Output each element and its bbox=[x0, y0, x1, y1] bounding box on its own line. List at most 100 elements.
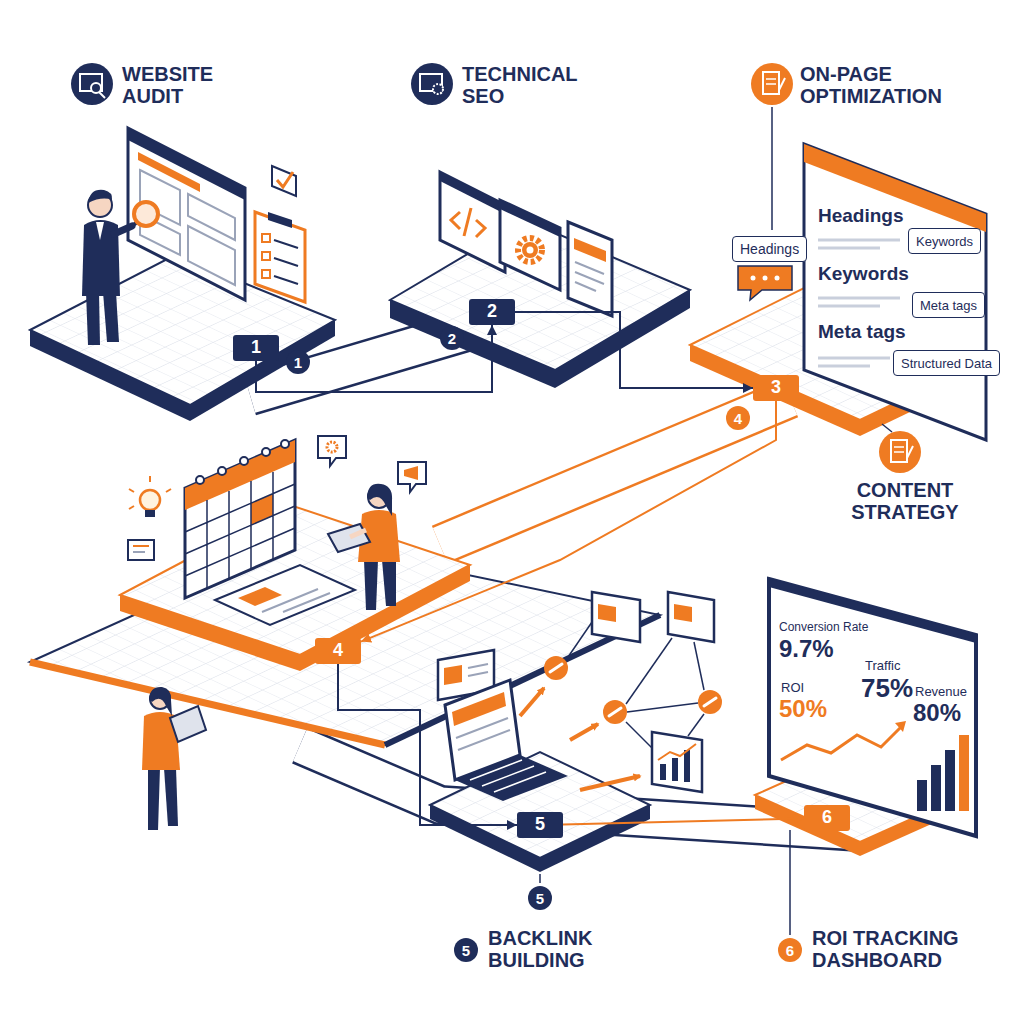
callout-number: 5 bbox=[454, 938, 478, 962]
audit-screen bbox=[188, 194, 235, 240]
callout-number: 4 bbox=[726, 406, 750, 430]
tag-text: Keywords bbox=[916, 234, 973, 249]
step-tab: 3 bbox=[753, 375, 799, 401]
flow-arrow bbox=[256, 325, 492, 392]
step-icon bbox=[894, 446, 904, 448]
settings-window bbox=[518, 238, 542, 262]
settings-window bbox=[500, 200, 560, 290]
step-heading: TECHNICAL SEO bbox=[462, 64, 587, 107]
metric-text: ROI bbox=[781, 681, 804, 694]
content-document bbox=[215, 565, 355, 625]
audit-screen bbox=[128, 128, 245, 200]
analyst-figure bbox=[170, 706, 206, 742]
backlink-network bbox=[652, 732, 702, 792]
leader-line bbox=[771, 107, 773, 230]
content-creator bbox=[328, 484, 400, 610]
phone-device bbox=[575, 262, 604, 274]
metric-text: 75% bbox=[861, 675, 913, 701]
content-document bbox=[238, 587, 282, 606]
auditor-figure bbox=[96, 222, 104, 240]
step-icon bbox=[763, 72, 779, 94]
step-icon bbox=[766, 78, 776, 80]
leader-line bbox=[539, 874, 541, 883]
page-card-outline bbox=[818, 239, 900, 242]
backlink-network bbox=[468, 672, 488, 676]
dashboard-screen-outline bbox=[895, 721, 906, 732]
code-window bbox=[440, 172, 505, 272]
auditor-figure bbox=[86, 292, 100, 345]
dashboard-screen-outline bbox=[945, 750, 955, 811]
backlink-network bbox=[550, 664, 716, 716]
step-heading: WEBSITE AUDIT bbox=[122, 64, 237, 107]
tag-chip: Meta tags bbox=[912, 292, 985, 318]
analyst-figure bbox=[149, 687, 172, 716]
step-icon bbox=[751, 63, 793, 105]
audit-screen bbox=[138, 152, 200, 192]
callout-number: 5 bbox=[528, 886, 552, 910]
dashboard-screen-outline bbox=[931, 765, 941, 811]
phone-device bbox=[575, 272, 604, 284]
backlink-network bbox=[566, 622, 592, 660]
callout-number: 2 bbox=[440, 326, 464, 350]
metric-text: 50% bbox=[779, 697, 827, 721]
checklist-clipboard bbox=[262, 252, 270, 260]
backlink-network bbox=[694, 642, 704, 690]
step-icon bbox=[891, 440, 907, 462]
analyst-figure bbox=[142, 687, 206, 830]
step-icon bbox=[894, 451, 904, 453]
leader-line bbox=[882, 424, 892, 432]
idea-bulb bbox=[140, 490, 160, 510]
dashboard-screen-outline bbox=[959, 735, 969, 811]
chat-icon bbox=[318, 436, 426, 492]
step-heading: ON-PAGE OPTIMIZATION bbox=[800, 64, 960, 107]
page-card-outline bbox=[818, 305, 880, 308]
checklist-clipboard bbox=[274, 276, 298, 284]
step-icon bbox=[766, 83, 776, 85]
auditor-figure bbox=[103, 292, 119, 342]
content-calendar bbox=[196, 476, 204, 484]
backlink-network bbox=[672, 758, 678, 781]
leader-line bbox=[789, 830, 791, 935]
floor-slab bbox=[30, 662, 385, 745]
laptop bbox=[456, 718, 508, 738]
content-calendar bbox=[185, 440, 295, 510]
card-text: Keywords bbox=[818, 264, 909, 283]
checklist-clipboard bbox=[255, 212, 305, 302]
page-card-outline bbox=[804, 144, 986, 232]
page-card-outline bbox=[818, 297, 900, 300]
callout-number: 6 bbox=[778, 938, 802, 962]
dashboard-screen-outline bbox=[917, 780, 927, 811]
page-card-outline bbox=[818, 247, 880, 250]
step-heading: ROI TRACKING DASHBOARD bbox=[812, 928, 982, 971]
analyst-figure bbox=[164, 768, 178, 826]
step-tab: 1 bbox=[233, 335, 279, 361]
backlink-network bbox=[598, 604, 616, 622]
metric-text: 80% bbox=[913, 701, 961, 725]
code-window bbox=[451, 208, 485, 237]
comment-bubble bbox=[738, 266, 792, 300]
checklist-clipboard bbox=[277, 172, 293, 187]
speech-bubble: Headings bbox=[732, 236, 807, 262]
content-creator bbox=[328, 524, 370, 552]
page-card-outline bbox=[818, 365, 870, 368]
step-icon bbox=[411, 63, 453, 105]
dashboard-screen-outline bbox=[769, 579, 976, 643]
flow-arrow bbox=[338, 664, 517, 825]
metric-text: Revenue bbox=[915, 685, 967, 698]
chat-icon bbox=[404, 466, 418, 480]
step-icon bbox=[433, 84, 443, 94]
chat-icon bbox=[398, 462, 426, 492]
step-icon bbox=[879, 431, 921, 473]
dashboard-screen-outline bbox=[781, 727, 901, 760]
checklist-clipboard bbox=[274, 240, 298, 248]
platform bbox=[555, 290, 690, 388]
content-calendar bbox=[240, 457, 248, 465]
card-text: Meta tags bbox=[818, 322, 906, 341]
metric-text: Conversion Rate bbox=[779, 621, 868, 633]
comment-bubble bbox=[751, 276, 756, 281]
page-card-outline bbox=[804, 144, 986, 440]
flow-arrow bbox=[361, 401, 776, 642]
laptop bbox=[445, 680, 568, 801]
comment-bubble bbox=[738, 266, 792, 300]
dashboard-screen: Conversion Rate9.7%Traffic75%ROI50%Reven… bbox=[765, 575, 980, 840]
